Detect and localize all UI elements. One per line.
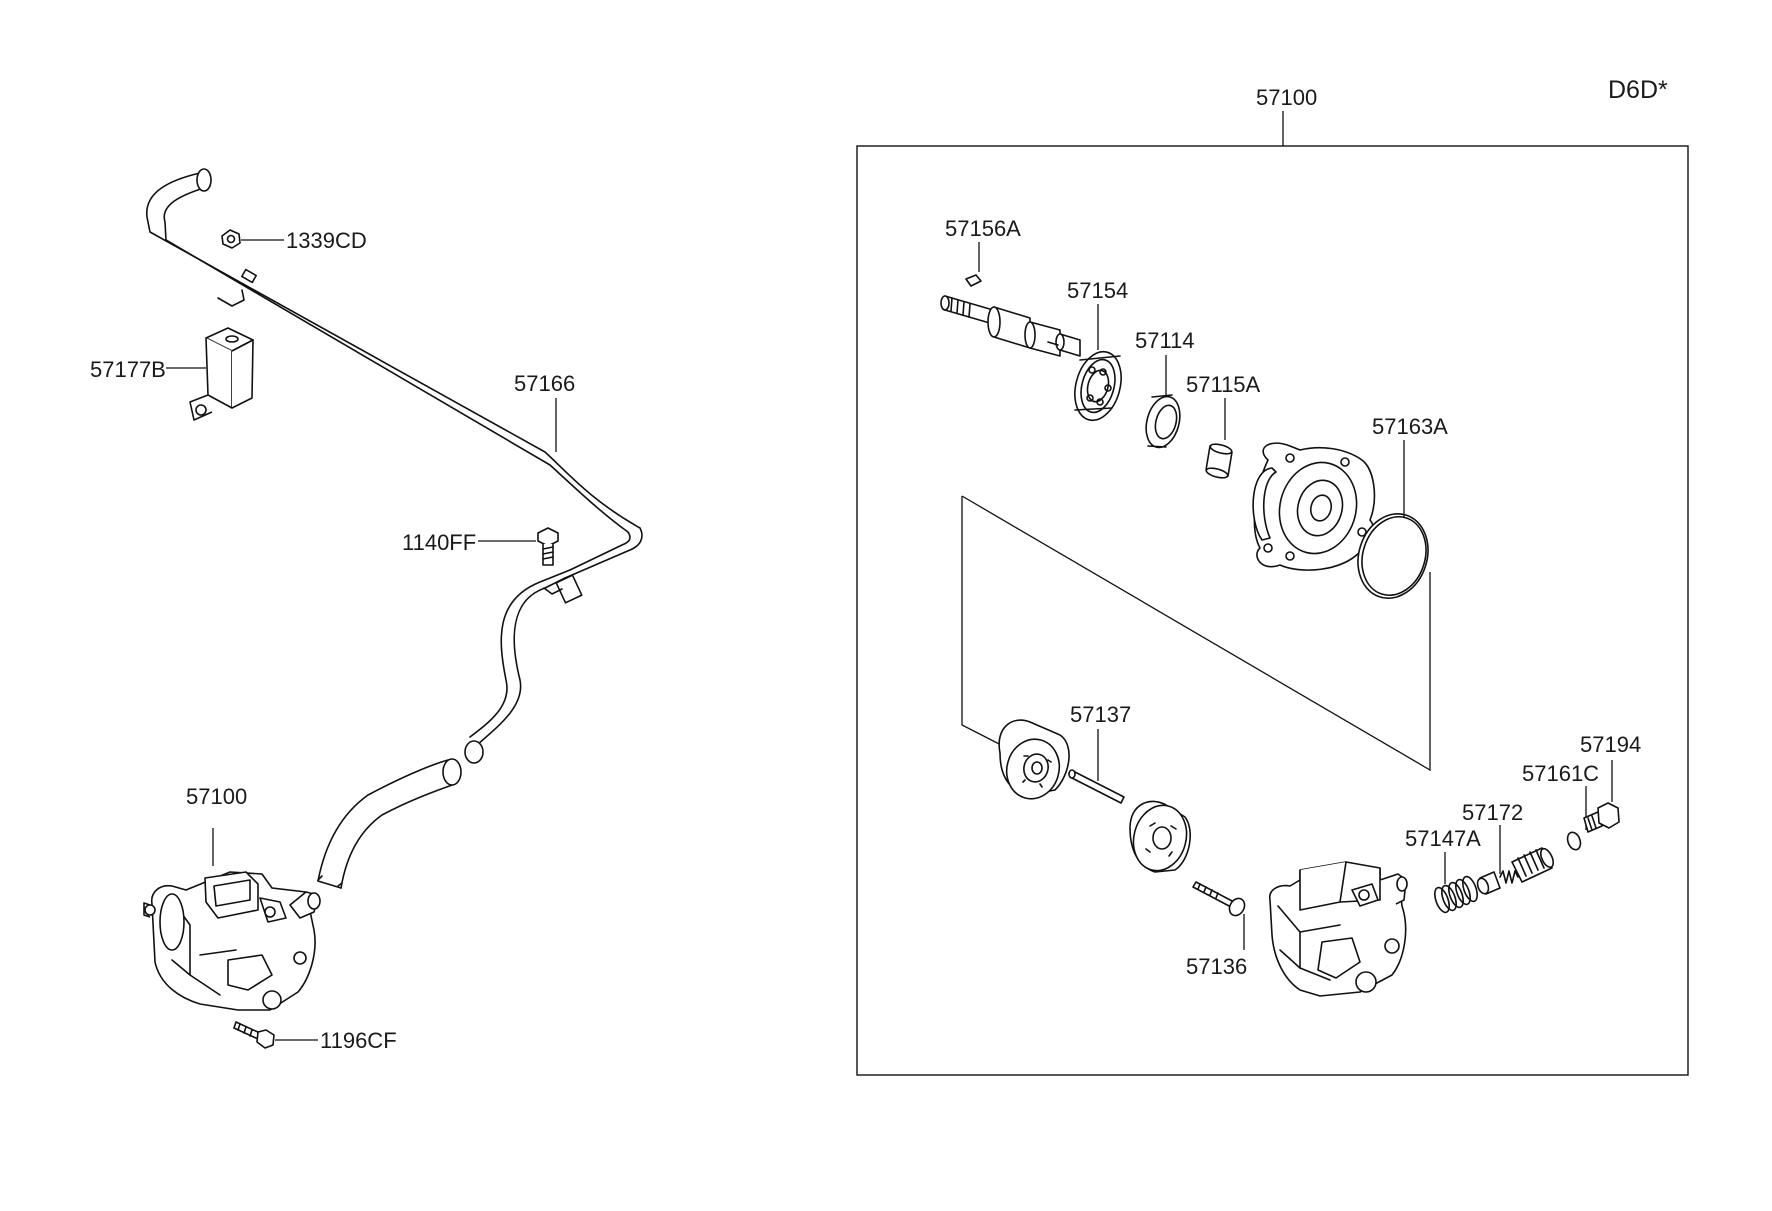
shaft-part[interactable] bbox=[940, 295, 1081, 357]
label-57166: 57166 bbox=[514, 371, 575, 396]
pin-part[interactable] bbox=[1068, 769, 1125, 804]
bearing-part[interactable] bbox=[1068, 346, 1129, 425]
label-57163a: 57163A bbox=[1372, 414, 1448, 439]
spring-small-part[interactable] bbox=[1499, 870, 1519, 884]
plug-part[interactable] bbox=[1583, 802, 1620, 833]
assembly-label: 57100 bbox=[1256, 85, 1317, 110]
key-part[interactable] bbox=[965, 274, 982, 287]
label-1140ff: 1140FF bbox=[402, 530, 476, 555]
label-57172: 57172 bbox=[1462, 800, 1523, 825]
assembly-frame bbox=[856, 111, 1689, 1076]
return-hose-part[interactable] bbox=[317, 758, 462, 889]
label-57114: 57114 bbox=[1135, 328, 1195, 353]
label-57100-left: 57100 bbox=[186, 784, 247, 809]
valve-spool-part[interactable] bbox=[1511, 847, 1556, 883]
bolt-1140ff-part[interactable] bbox=[537, 527, 559, 566]
bracket-part[interactable] bbox=[189, 327, 254, 421]
oring-small-part[interactable] bbox=[1565, 830, 1582, 851]
bushing-part[interactable] bbox=[1205, 442, 1233, 479]
label-57147a: 57147A bbox=[1405, 826, 1481, 851]
label-1339cd: 1339CD bbox=[286, 228, 367, 253]
label-57137: 57137 bbox=[1070, 702, 1131, 727]
cam-ring-part[interactable] bbox=[998, 719, 1070, 805]
bolt-1196cf-part[interactable] bbox=[233, 1021, 275, 1049]
label-57156a: 57156A bbox=[945, 216, 1021, 241]
diagram-code: D6D* bbox=[1608, 76, 1668, 104]
label-57177b: 57177B bbox=[90, 357, 166, 382]
oring-large-part[interactable] bbox=[1347, 505, 1438, 608]
rotor-part[interactable] bbox=[1126, 799, 1193, 876]
nut-part[interactable] bbox=[221, 229, 241, 249]
label-1196cf: 1196CF bbox=[320, 1028, 397, 1053]
housing-cover-part[interactable] bbox=[1252, 442, 1376, 571]
seal-part[interactable] bbox=[1141, 393, 1185, 452]
label-57194: 57194 bbox=[1580, 732, 1641, 757]
cartridge-group-outline bbox=[961, 495, 1431, 772]
hose-pipe-part[interactable] bbox=[146, 168, 643, 764]
bolt-57136-part[interactable] bbox=[1192, 881, 1248, 918]
label-57161c: 57161C bbox=[1522, 761, 1599, 786]
spring-large-part[interactable] bbox=[1432, 875, 1480, 915]
pump-body-right-part[interactable] bbox=[1268, 861, 1408, 997]
pump-left-part[interactable] bbox=[143, 871, 321, 1011]
label-57154: 57154 bbox=[1067, 278, 1128, 303]
label-57136: 57136 bbox=[1186, 954, 1247, 979]
valve-sleeve-part[interactable] bbox=[1476, 871, 1501, 895]
label-57115a: 57115A bbox=[1186, 372, 1261, 397]
